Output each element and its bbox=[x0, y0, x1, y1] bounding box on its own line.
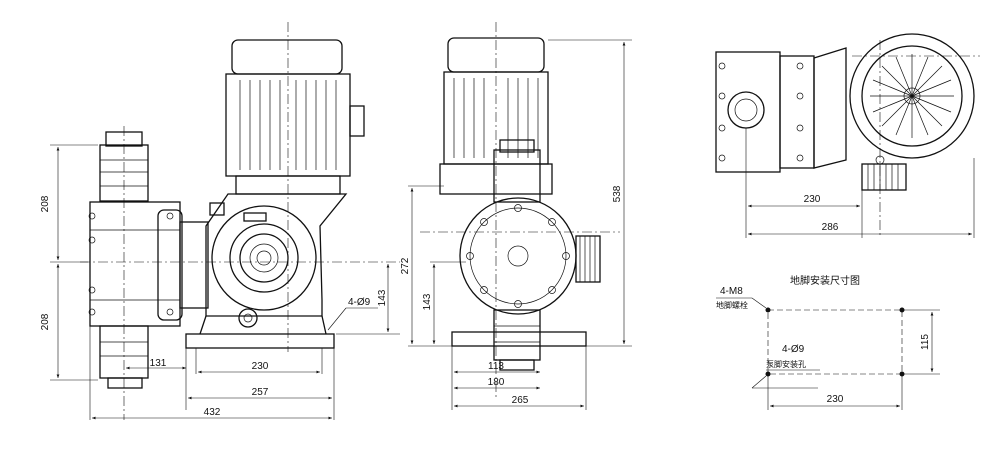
dim-230: 230 bbox=[252, 361, 269, 372]
dim-180: 180 bbox=[488, 377, 505, 388]
dim-538: 538 bbox=[612, 185, 623, 202]
dim-230-top: 230 bbox=[804, 194, 821, 205]
hole-label: 泵脚安装孔 bbox=[766, 359, 806, 369]
dim-208-top: 208 bbox=[40, 195, 51, 212]
dim-272: 272 bbox=[400, 257, 411, 274]
side-base bbox=[451, 331, 587, 347]
bolt-spec: 4-M8 bbox=[720, 286, 743, 297]
side-dimensions bbox=[408, 39, 632, 410]
foundation-title: 地脚安装尺寸图 bbox=[790, 274, 860, 287]
dim-208-bottom: 208 bbox=[40, 313, 51, 330]
front-pump-head bbox=[88, 131, 209, 389]
front-gearbox bbox=[205, 193, 348, 317]
foundation-plan: 地脚安装尺寸图 4-M8 地脚螺栓 4-Ø9 泵脚安装孔 115 230 bbox=[716, 274, 940, 410]
dim-143-side: 143 bbox=[422, 293, 433, 310]
dim-113: 113 bbox=[488, 361, 504, 372]
side-view: 538 272 143 113 180 265 bbox=[400, 22, 632, 410]
dim-143-front: 143 bbox=[377, 289, 388, 306]
dim-432: 432 bbox=[204, 407, 221, 418]
dim-265: 265 bbox=[512, 395, 529, 406]
side-motor bbox=[439, 37, 553, 195]
dim-286-top: 286 bbox=[822, 222, 839, 233]
top-view: 230 286 bbox=[715, 33, 980, 238]
label-4-hole-front: 4-Ø9 bbox=[348, 297, 371, 308]
front-motor bbox=[225, 39, 365, 195]
front-dimensions bbox=[50, 144, 400, 420]
front-base bbox=[185, 333, 335, 349]
dim-131: 131 bbox=[150, 358, 167, 369]
dim-230-foundation: 230 bbox=[827, 394, 844, 405]
top-dimensions bbox=[745, 128, 975, 238]
top-motor-fan bbox=[849, 33, 975, 159]
bolt-label: 地脚螺栓 bbox=[716, 300, 748, 310]
hole-spec: 4-Ø9 bbox=[782, 344, 805, 355]
dim-257: 257 bbox=[252, 387, 269, 398]
side-pump-head bbox=[459, 197, 577, 315]
dim-115: 115 bbox=[920, 334, 931, 350]
front-view: 208 208 131 230 257 432 143 4-Ø9 bbox=[40, 22, 400, 420]
